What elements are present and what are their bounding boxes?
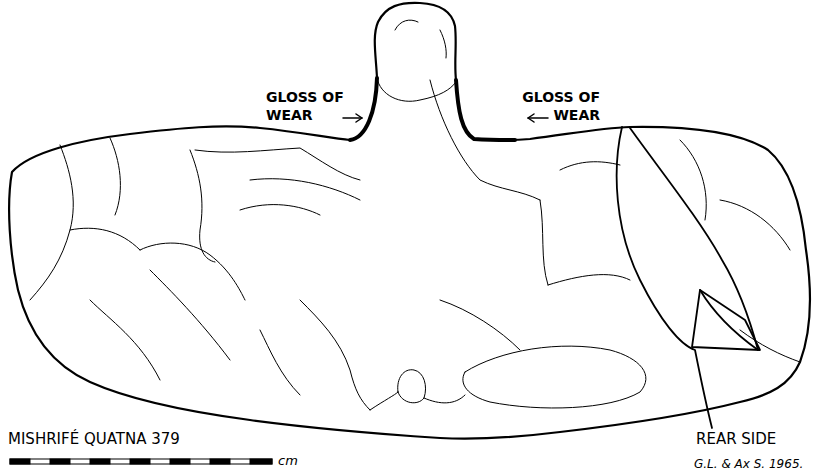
gloss-label: GLOSS OF WEAR xyxy=(266,88,350,124)
fracture-lines xyxy=(617,127,760,428)
tool-outline xyxy=(9,3,810,439)
author-credit: G.L. & Ax S. 1965. xyxy=(694,456,812,472)
gloss-label: GLOSS OF WEAR xyxy=(512,88,600,124)
scale-bar xyxy=(10,459,272,464)
pointer-arrow xyxy=(528,114,548,122)
site-label: MISHRIFÉ QUATNA 379 xyxy=(8,430,268,449)
view-label: REAR SIDE xyxy=(696,430,811,449)
gloss-edge xyxy=(456,80,515,140)
scale-unit: cm xyxy=(278,452,318,469)
gloss-edge xyxy=(350,78,377,140)
flake-scars xyxy=(30,20,800,410)
pointer-arrow xyxy=(343,114,362,122)
